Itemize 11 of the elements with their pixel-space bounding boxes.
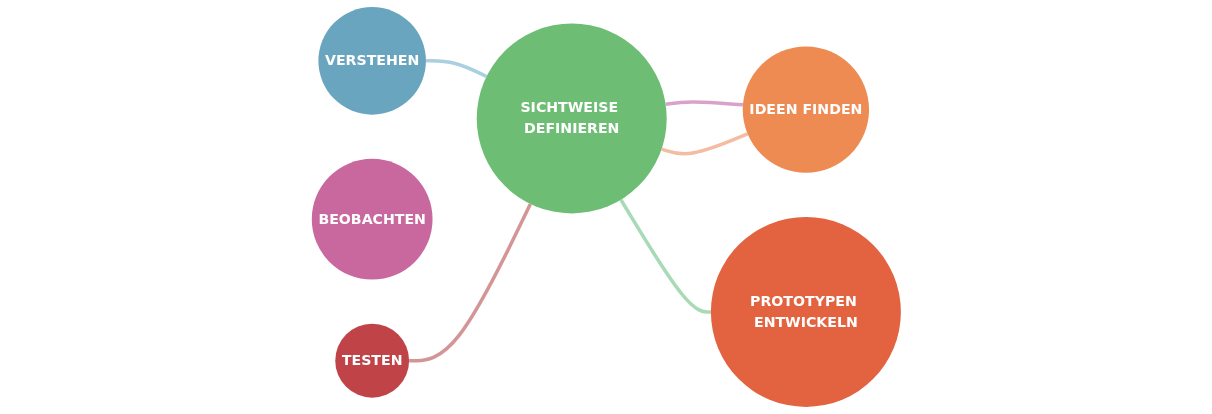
node-circle: BEOBACHTEN <box>311 158 433 280</box>
connector <box>660 132 748 156</box>
node-circle: IDEEN FINDEN <box>742 46 869 173</box>
node-circle: TESTEN <box>334 323 409 398</box>
node-circle: SICHTWEISE DEFINIEREN <box>476 23 667 214</box>
node-circle: PROTOTYPEN ENTWICKELN <box>710 216 901 407</box>
connector <box>408 203 532 363</box>
connector <box>665 100 743 107</box>
connector <box>619 198 711 314</box>
connector <box>425 59 487 79</box>
node-circle: VERSTEHEN <box>318 7 426 115</box>
